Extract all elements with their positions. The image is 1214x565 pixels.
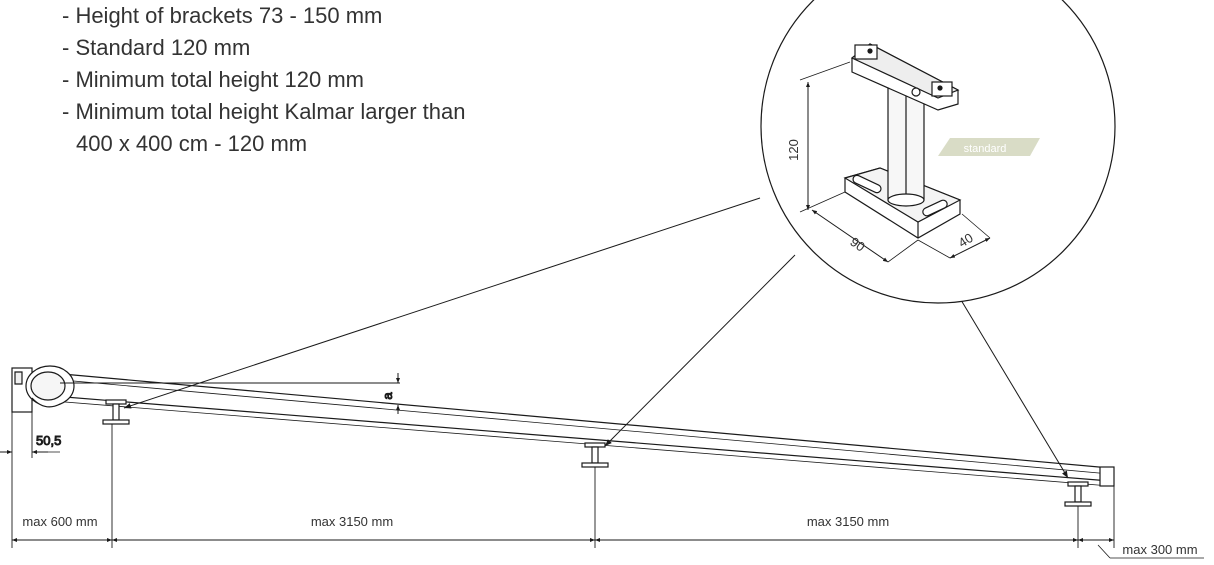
height-label: 120 <box>786 139 801 161</box>
note-min-height: - Minimum total height 120 mm <box>62 67 364 92</box>
first-span-label: max 600 mm <box>22 514 97 529</box>
width-dimension: 90 <box>811 209 919 263</box>
note-bracket-height: - Height of brackets 73 - 150 mm <box>62 3 383 28</box>
width-label: 90 <box>847 234 867 255</box>
note-standard: - Standard 120 mm <box>62 35 251 60</box>
extension-lines <box>11 412 1115 548</box>
height-dimension: 120 <box>786 61 851 213</box>
bracket-left <box>102 399 130 425</box>
note-kalmar: - Minimum total height Kalmar larger tha… <box>62 99 466 124</box>
offset-dimension: 50,5 <box>0 433 62 454</box>
span-2-label: max 3150 mm <box>807 514 889 529</box>
leader-line-right <box>954 289 1069 479</box>
standard-tag-label: standard <box>964 143 1007 155</box>
leader-line-middle <box>604 254 796 447</box>
span-dimensions <box>12 538 1204 559</box>
depth-dimension: 40 <box>917 213 991 259</box>
detail-circle <box>760 0 1116 304</box>
rail-profile <box>39 371 1115 487</box>
note-kalmar-size-text: 400 x 400 cm - 120 mm <box>76 131 308 156</box>
bracket-detail: standard 120 <box>760 0 1116 304</box>
standard-tag <box>938 138 1040 156</box>
bracket-drawing <box>843 43 962 239</box>
bracket-right <box>1064 481 1092 507</box>
angle-marker: a <box>60 373 400 414</box>
bracket-middle <box>581 442 609 468</box>
cassette-profile <box>11 365 75 413</box>
offset-label: 50,5 <box>36 433 61 448</box>
leader-line-left <box>123 197 761 409</box>
span-1-label: max 3150 mm <box>311 514 393 529</box>
leader-lines <box>123 197 1069 479</box>
depth-label: 40 <box>956 230 976 250</box>
angle-label: a <box>380 392 395 400</box>
notes-list: - Height of brackets 73 - 150 mm - Stand… <box>62 0 466 160</box>
rail-brackets <box>102 399 1092 507</box>
note-kalmar-size: 400 x 400 cm - 120 mm <box>62 128 466 160</box>
overhang-label: max 300 mm <box>1122 542 1197 557</box>
